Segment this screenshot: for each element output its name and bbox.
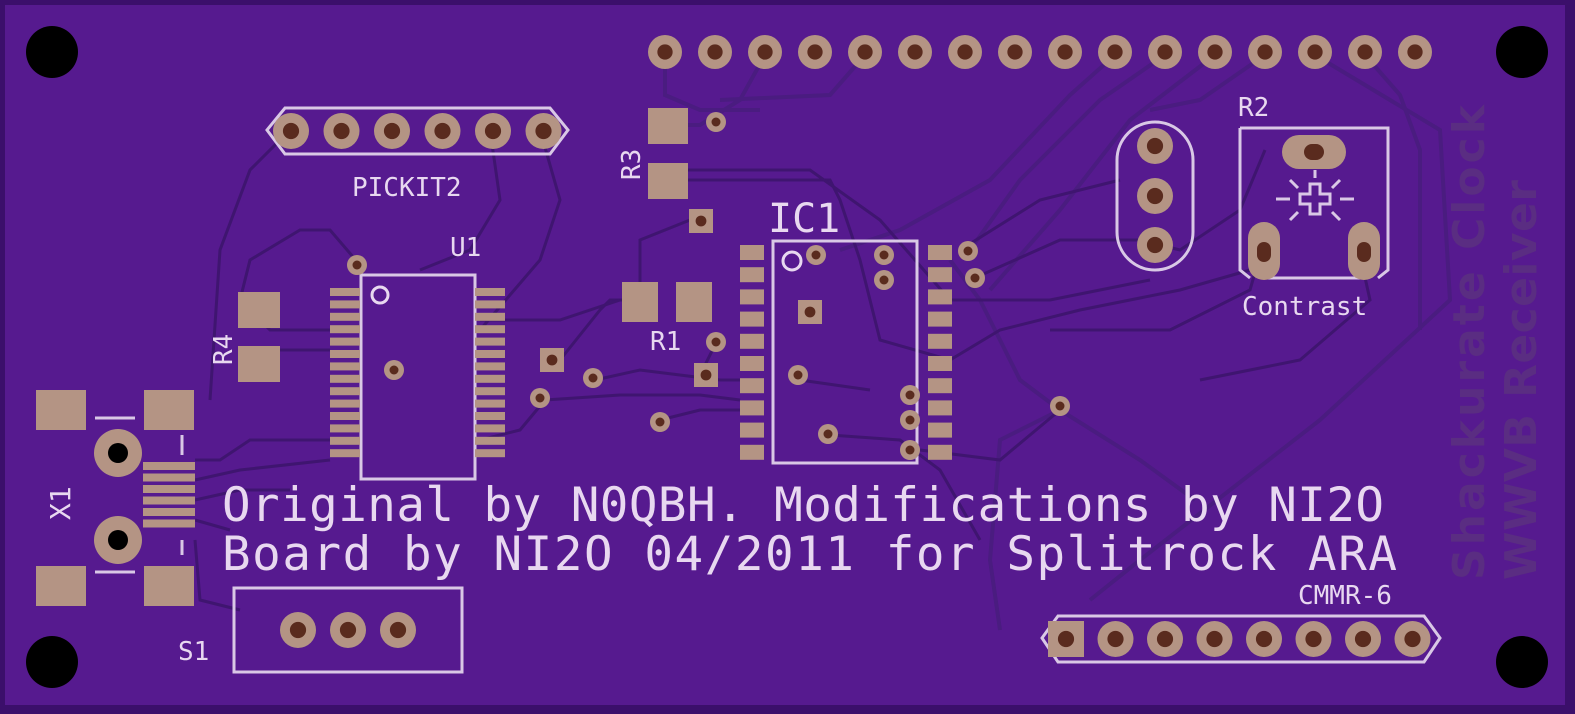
credits-line-1: Original by N0QBH. Modifications by NI2O: [222, 478, 1384, 533]
x1-finger-pad: [143, 473, 195, 482]
mounting-hole-bottom-left: [26, 636, 78, 688]
ic1-pad: [740, 400, 764, 416]
ic1-pad: [928, 378, 952, 394]
ic1-pad: [740, 311, 764, 327]
resistor-r3: R3: [617, 108, 688, 199]
x1-finger-pad: [143, 462, 195, 470]
u1-pad: [330, 362, 360, 371]
credits-line-2: Board by NI2O 04/2011 for Splitrock ARA: [222, 527, 1397, 582]
u1-pad: [330, 399, 360, 408]
ic1-pad: [928, 333, 952, 349]
adjust-cross-icon: [1298, 182, 1332, 216]
u1-pad: [330, 424, 360, 433]
ic1-pad: [928, 400, 952, 416]
ic1-pad: [928, 267, 952, 283]
ic1-pad: [928, 356, 952, 371]
ic1-pad: [740, 422, 764, 438]
u1-label: U1: [450, 233, 481, 263]
ic1-pad: [740, 267, 764, 283]
cmmr6-label: CMMR-6: [1298, 581, 1392, 611]
ic1-pad: [928, 289, 952, 305]
u1-pad: [330, 374, 360, 383]
ic1-label: IC1: [768, 196, 840, 242]
ic1-pad: [740, 378, 764, 394]
connector-x1: X1: [36, 390, 195, 606]
u1-pad: [330, 288, 360, 296]
cmmr6-header: CMMR-6: [1040, 581, 1442, 664]
u1-pad: [330, 325, 360, 334]
u1-pad: [475, 325, 505, 334]
ic1-pad: [928, 444, 952, 460]
u1-pad: [475, 387, 505, 396]
mounting-hole-top-right: [1496, 26, 1548, 78]
u1-chip: U1: [330, 233, 505, 481]
ic1-pad: [928, 311, 952, 327]
pickit2-header: PICKIT2: [265, 106, 570, 203]
side-title-line-2: WWVB Receiver: [1496, 180, 1547, 580]
u1-pad: [330, 337, 360, 346]
ic1-pad: [740, 333, 764, 349]
u1-pad: [475, 300, 505, 309]
ic1-module: IC1: [740, 196, 952, 465]
mounting-hole-top-left: [26, 26, 78, 78]
u1-pad: [475, 350, 505, 358]
u1-pad: [475, 449, 505, 458]
u1-pad: [475, 362, 505, 371]
x1-finger-pad: [143, 485, 195, 493]
mounting-holes: [26, 26, 1548, 688]
ic1-pad: [740, 444, 764, 460]
u1-pad: [330, 436, 360, 445]
x1-finger-pad: [143, 519, 195, 528]
trimmer-r2: R2 Contrast: [1238, 93, 1390, 322]
resistor-r4: R4: [209, 292, 280, 382]
u1-pad: [330, 300, 360, 309]
resistor-r1: R1: [622, 282, 712, 357]
contrast-label: Contrast: [1242, 292, 1367, 322]
ic1-pad: [740, 245, 764, 260]
u1-pad: [330, 387, 360, 396]
x1-finger-pad: [143, 508, 195, 516]
u1-pad: [330, 312, 360, 321]
r2-label: R2: [1238, 93, 1269, 123]
u1-pad: [475, 312, 505, 321]
r1-label: R1: [650, 327, 681, 357]
copper-traces: [193, 53, 1453, 631]
ic1-pad: [740, 356, 764, 371]
u1-pad: [475, 436, 505, 445]
switch-s1: S1: [178, 586, 464, 674]
u1-pad: [475, 399, 505, 408]
u1-pad: [475, 288, 505, 296]
pickit2-label: PICKIT2: [352, 173, 462, 203]
s1-label: S1: [178, 637, 209, 667]
u1-pad: [475, 412, 505, 420]
ic1-pad: [928, 245, 952, 260]
u1-pad: [330, 412, 360, 420]
x1-label: X1: [44, 486, 77, 520]
side-title-line-1: Shackurate Clock: [1444, 103, 1495, 580]
header-top-16pin: [648, 35, 1432, 69]
u1-pad: [330, 449, 360, 458]
u1-pad: [475, 374, 505, 383]
u1-pad: [475, 424, 505, 433]
r4-label: R4: [209, 334, 239, 365]
u1-pad: [475, 337, 505, 346]
x1-finger-pad: [143, 496, 195, 505]
r3-label: R3: [617, 149, 647, 180]
u1-pad: [330, 350, 360, 358]
vias: [347, 112, 1070, 460]
ic1-pad: [740, 289, 764, 305]
mounting-hole-bottom-right: [1496, 636, 1548, 688]
ic1-pad: [928, 422, 952, 438]
vertical-3pin-connector: [1115, 120, 1195, 272]
